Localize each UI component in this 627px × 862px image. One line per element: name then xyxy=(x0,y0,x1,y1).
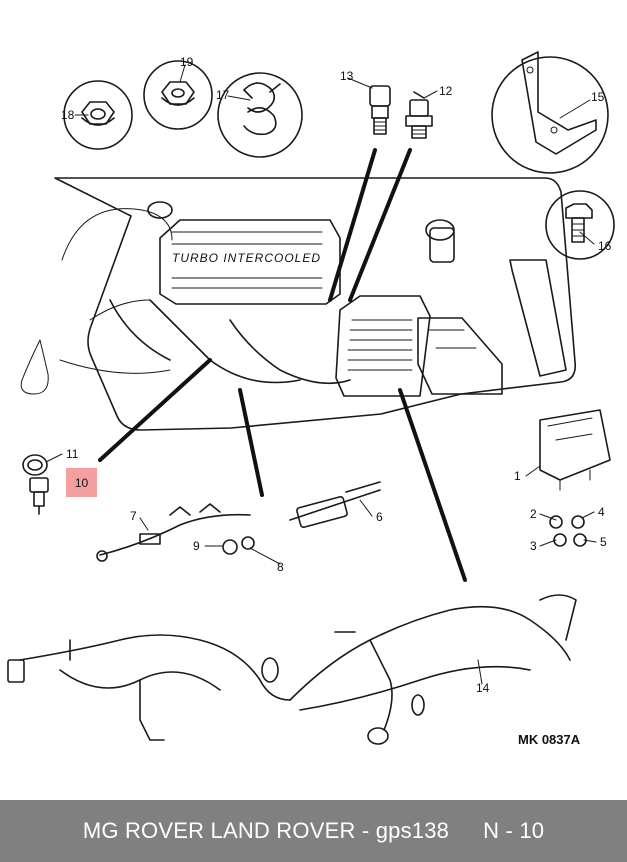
callout-4: 4 xyxy=(598,505,605,519)
part-10-sender-unit xyxy=(29,477,49,515)
engine-bay-illustration xyxy=(20,177,577,431)
callout-10[interactable]: 10 xyxy=(74,475,89,490)
footer-bar: MG ROVER LAND ROVER - gps138 N - 10 xyxy=(0,800,627,862)
leader-wire-14 xyxy=(398,388,467,582)
footer-brand-text: MG ROVER LAND ROVER - gps138 xyxy=(82,818,450,843)
callout-lines xyxy=(45,64,597,685)
callout-5: 5 xyxy=(600,535,607,549)
part-16-bolt xyxy=(545,190,615,260)
part-6-component xyxy=(289,481,381,528)
callout-7: 7 xyxy=(130,509,137,523)
callout-12: 12 xyxy=(439,84,453,98)
callout-11: 11 xyxy=(66,447,79,461)
callout-6: 6 xyxy=(376,510,383,524)
part-11-seal xyxy=(22,454,48,476)
part-13-sensor xyxy=(369,85,391,135)
parts-2-5-fasteners xyxy=(549,515,587,547)
leader-wire-10 xyxy=(98,358,212,462)
callout-16: 16 xyxy=(598,239,612,253)
part-8-washer xyxy=(241,536,255,550)
part-18-flange-nut xyxy=(63,80,133,150)
callout-18: 18 xyxy=(61,108,75,122)
engine-label: TURBO INTERCOOLED xyxy=(172,251,321,265)
part-12-sensor xyxy=(405,91,433,139)
callout-17: 17 xyxy=(216,88,230,102)
callout-19: 19 xyxy=(180,55,194,69)
callout-15: 15 xyxy=(591,90,605,104)
leader-wire-6 xyxy=(238,388,264,497)
parts-diagram: TURBO INTERCOOLED xyxy=(7,51,615,747)
exploded-parts-illustration: TURBO INTERCOOLED xyxy=(7,51,615,747)
part-14-engine-harness xyxy=(289,594,577,745)
leader-wire-13 xyxy=(328,148,377,302)
callout-8: 8 xyxy=(277,560,284,574)
part-7-harness xyxy=(96,503,251,562)
callout-1: 1 xyxy=(514,469,521,483)
part-17-hose-clip xyxy=(217,72,303,158)
callout-3: 3 xyxy=(530,539,537,553)
footer-page-ref: N - 10 xyxy=(483,818,545,843)
callout-13: 13 xyxy=(340,69,354,83)
part-9-nut xyxy=(222,539,238,555)
part-15-bracket xyxy=(491,51,609,174)
part-1-cover xyxy=(539,409,611,491)
callout-2: 2 xyxy=(530,507,537,521)
highlighted-callout-box[interactable] xyxy=(66,468,97,497)
callout-9: 9 xyxy=(193,539,200,553)
part-19-nut xyxy=(143,60,213,130)
leader-wire-12 xyxy=(348,148,412,302)
drawing-code: MK 0837A xyxy=(518,732,581,747)
callout-14: 14 xyxy=(476,681,490,695)
engine-harness-left xyxy=(7,634,291,741)
